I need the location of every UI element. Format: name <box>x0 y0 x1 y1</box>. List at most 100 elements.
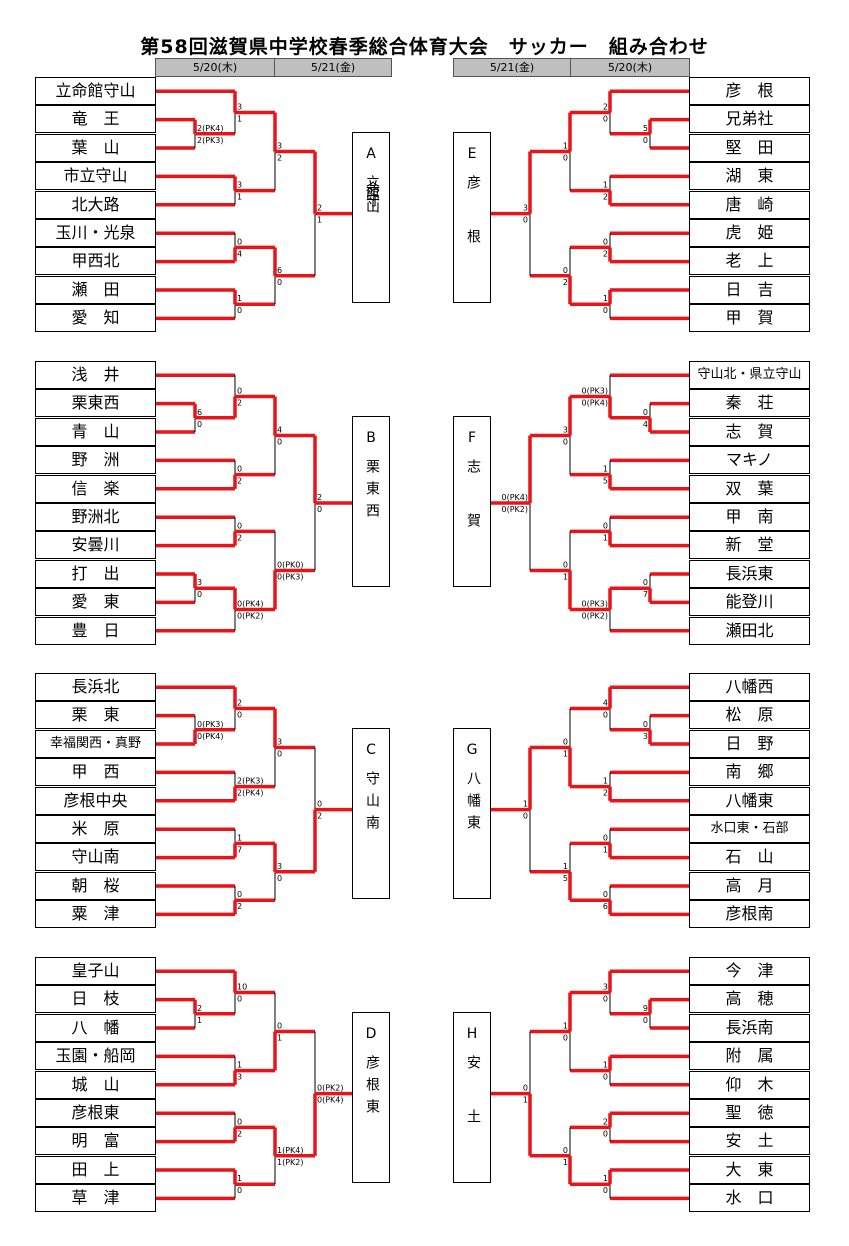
block-letter: C <box>366 742 376 758</box>
team-box: 長浜北 <box>35 673 156 701</box>
match-score: 1 <box>603 294 608 303</box>
match-score: 3 <box>603 983 608 992</box>
match-score: 0 <box>237 995 242 1004</box>
match-score: 2(PK3) <box>197 136 224 145</box>
match-score: 0 <box>603 237 608 246</box>
team-box: 附 属 <box>689 1042 810 1071</box>
match-score: 1 <box>237 294 242 303</box>
team-box: 兄弟社 <box>689 105 810 134</box>
team-box: 草 津 <box>35 1184 156 1213</box>
match-score: 0(PK3) <box>582 387 609 396</box>
team-box: マキノ <box>689 446 810 475</box>
match-score: 0 <box>603 890 608 899</box>
team-box: 双 葉 <box>689 474 810 503</box>
team-box: 甲 西 <box>35 758 156 787</box>
page-title: 第58回滋賀県中学校春季総合体育大会 サッカー 組み合わせ <box>140 36 709 58</box>
match-score: 0 <box>643 1016 648 1025</box>
team-box: 青 山 <box>35 417 156 446</box>
block-letter: D <box>365 1026 377 1042</box>
block-winner-name: 八幡東 <box>465 771 481 837</box>
match-score: 10 <box>237 983 247 992</box>
team-box: 瀬 田 <box>35 275 156 304</box>
match-score: 0 <box>237 711 242 720</box>
match-score: 0 <box>237 387 242 396</box>
match-score: 2(PK4) <box>237 789 264 798</box>
block-winner-box: G 八幡東 <box>453 728 491 899</box>
match-score: 0(PK4) <box>317 1096 344 1105</box>
match-score: 0 <box>237 521 242 530</box>
match-score: 0 <box>317 800 322 809</box>
match-score: 1 <box>237 833 242 842</box>
match-score: 0(PK3) <box>582 600 609 609</box>
match-score: 0(PK2) <box>237 612 264 621</box>
team-box: 日 野 <box>689 729 810 758</box>
block-winner-name: 志賀 <box>465 459 481 567</box>
match-score: 1 <box>563 1158 568 1167</box>
match-score: 0(PK4) <box>197 732 224 741</box>
team-box: 仰 木 <box>689 1070 810 1099</box>
team-box: 栗東西 <box>35 389 156 418</box>
team-box: 秦 荘 <box>689 389 810 418</box>
match-score: 0 <box>563 1146 568 1155</box>
team-box: 長浜南 <box>689 1013 810 1042</box>
match-score: 0 <box>603 995 608 1004</box>
block-letter: E <box>467 146 477 162</box>
match-score: 3 <box>523 204 528 213</box>
match-score: 0(PK3) <box>277 572 304 581</box>
match-score: 1 <box>603 181 608 190</box>
date-header-right-r2: 5/21(金) <box>453 58 571 77</box>
match-score: 6 <box>197 408 202 417</box>
match-score: 2 <box>197 1004 202 1013</box>
match-score: 5 <box>603 477 608 486</box>
team-box: 唐 崎 <box>689 190 810 219</box>
match-score: 0 <box>523 1084 528 1093</box>
match-score: 2(PK4) <box>197 124 224 133</box>
match-score: 3 <box>237 103 242 112</box>
match-score: 3 <box>237 1073 242 1082</box>
team-box: 愛 知 <box>35 304 156 333</box>
team-box: 南 郷 <box>689 758 810 787</box>
team-box: 豊 日 <box>35 616 156 645</box>
team-box: 長浜東 <box>689 559 810 588</box>
match-score: 0(PK4) <box>502 493 529 502</box>
team-box: 日 枝 <box>35 985 156 1014</box>
team-box: 堅 田 <box>689 133 810 162</box>
match-score: 7 <box>237 845 242 854</box>
block-letter: G <box>466 742 478 758</box>
match-score: 0(PK4) <box>237 600 264 609</box>
team-box: 栗 東 <box>35 701 156 730</box>
team-box: 粟 津 <box>35 900 156 929</box>
team-box: 水口東・石部 <box>689 815 810 843</box>
match-score: 0 <box>237 306 242 315</box>
date-header-right-r1: 5/20(木) <box>570 58 690 77</box>
team-box: 安曇川 <box>35 531 156 560</box>
team-box: 湖 東 <box>689 162 810 191</box>
match-score: 0(PK3) <box>197 720 224 729</box>
match-score: 4 <box>277 426 282 435</box>
match-score: 1 <box>603 845 608 854</box>
match-score: 1 <box>603 465 608 474</box>
team-box: 甲 南 <box>689 503 810 531</box>
match-score: 0 <box>563 266 568 275</box>
match-score: 2 <box>237 533 242 542</box>
match-score: 0 <box>603 1129 608 1138</box>
match-score: 1 <box>277 1034 282 1043</box>
match-score: 0 <box>197 590 202 599</box>
match-score: 1 <box>237 115 242 124</box>
team-box: 能登川 <box>689 588 810 617</box>
team-box: 聖 徳 <box>689 1099 810 1127</box>
team-box: 浅 井 <box>35 361 156 389</box>
block-winner-name: 彦根 <box>465 175 481 283</box>
team-box: 今 津 <box>689 957 810 985</box>
team-box: 野洲北 <box>35 503 156 531</box>
team-box: 幸福関西・真野 <box>35 729 156 758</box>
team-box: 城 山 <box>35 1070 156 1099</box>
match-score: 5 <box>563 874 568 883</box>
match-score: 4 <box>603 699 608 708</box>
match-score: 0 <box>643 408 648 417</box>
